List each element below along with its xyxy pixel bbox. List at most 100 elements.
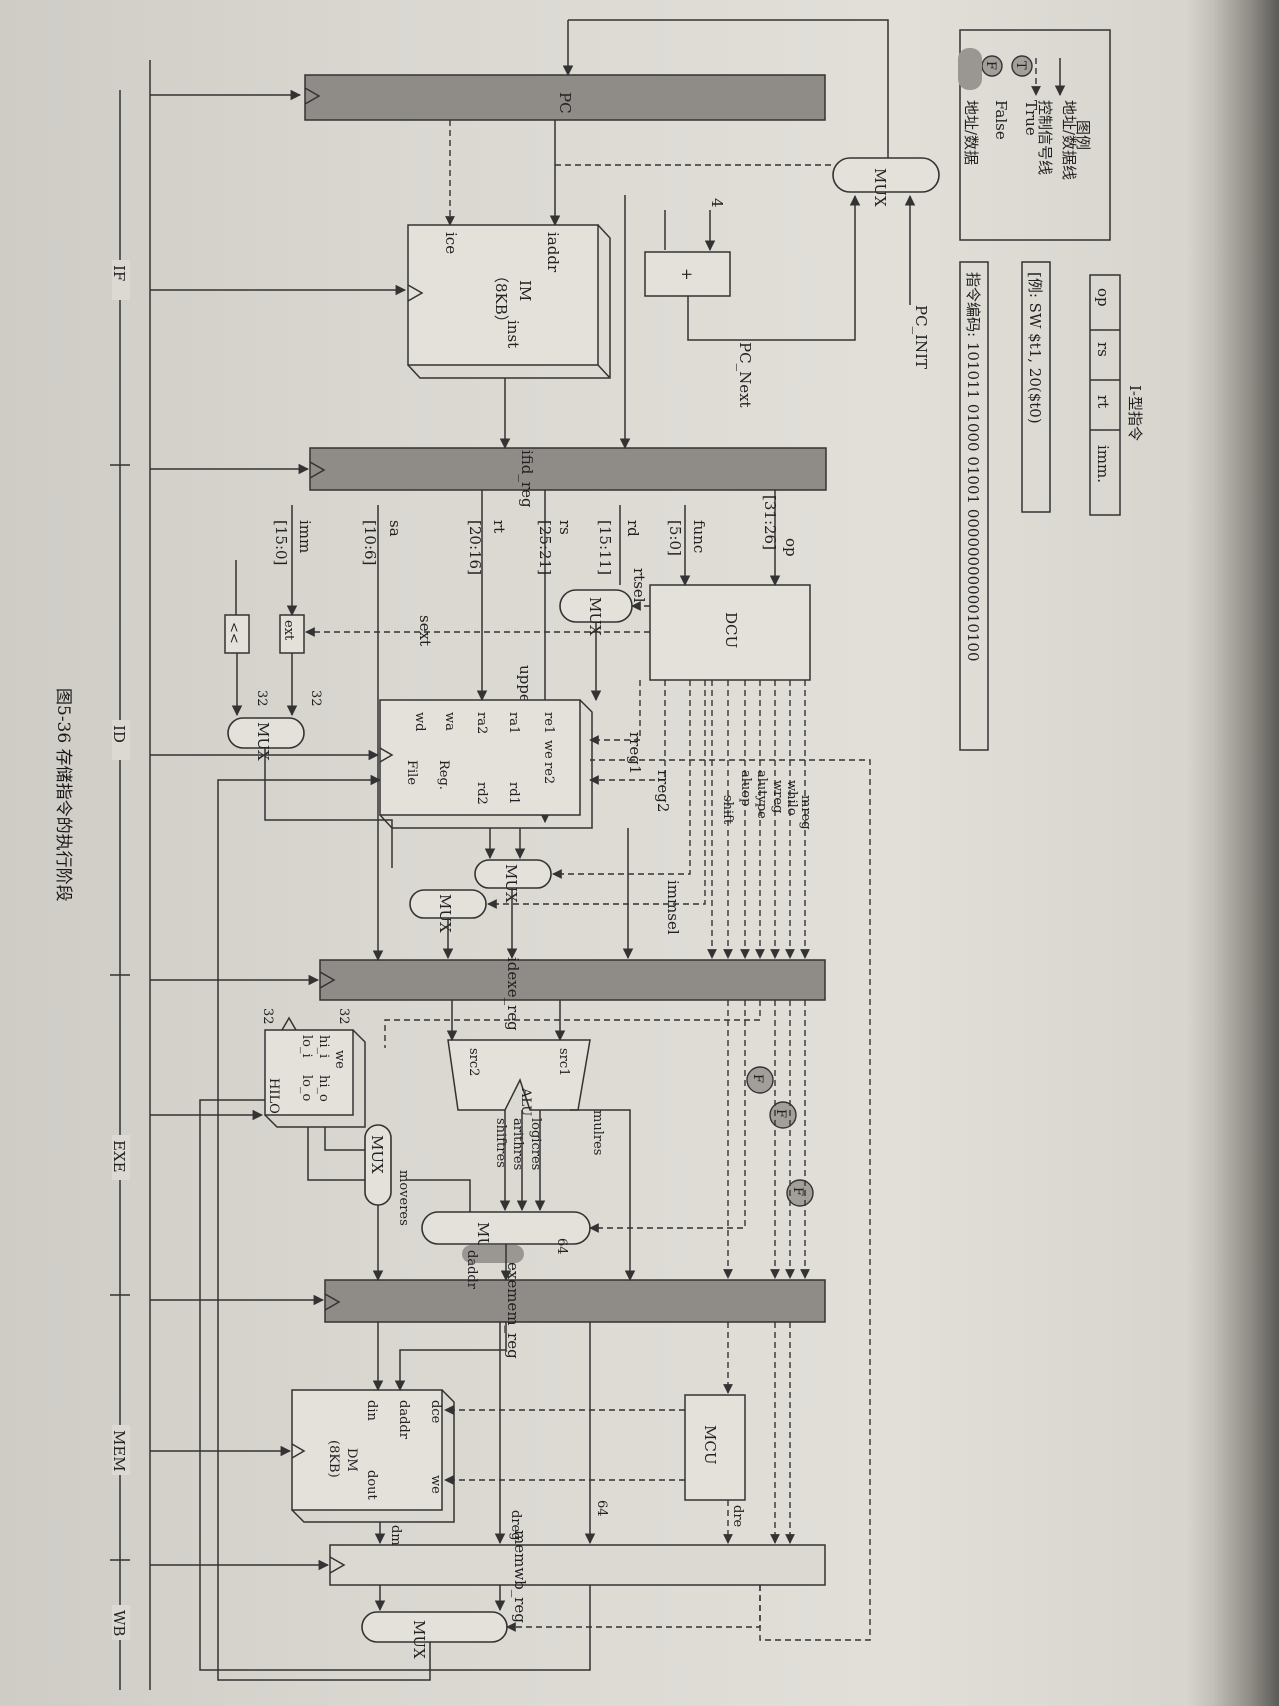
- pc-mux-label: MUX: [871, 168, 889, 207]
- rd-bits: [15:11]: [596, 520, 614, 575]
- legend-true-symbol: T: [1013, 61, 1028, 70]
- wb-mux: MUX: [361, 1611, 508, 1659]
- pc-init-label: PC_INIT: [912, 305, 930, 369]
- hilo-hi-i: hi_i: [316, 1035, 331, 1058]
- hilo-we: we: [332, 1050, 347, 1069]
- register-file: re1 we re2 ra1 ra2 wa wd rd1 rd2 Reg. Fi…: [379, 699, 593, 829]
- mcu-block: MCU: [684, 1394, 746, 1501]
- daddr-exe-label: daddr: [464, 1250, 479, 1290]
- rreg1-label: rreg1: [626, 732, 644, 774]
- op-label: op: [782, 538, 800, 557]
- src1-mux-label: MUX: [502, 864, 520, 903]
- rs-bits: [25:21]: [536, 520, 554, 575]
- sa-label: sa: [386, 520, 404, 537]
- imm-bits: [15:0]: [272, 520, 290, 565]
- legend-true-label: True: [1022, 100, 1040, 136]
- shift-left-unit: <<: [224, 614, 250, 654]
- pc-next-label: PC_Next: [736, 342, 754, 408]
- legend: 图例 地址/数据线 控制信号线 T True F False 地址/数据: [958, 29, 1111, 241]
- rf-ra2: ra2: [474, 712, 489, 734]
- op-bits: [31:26]: [761, 495, 779, 550]
- f-circle-1-label: F: [750, 1074, 765, 1083]
- rtsel-label: rtsel: [630, 568, 648, 603]
- itype-field-rs: rs: [1094, 342, 1112, 357]
- rf-rd1: rd1: [506, 782, 521, 805]
- mreg-label: mreg: [798, 795, 813, 830]
- sign-extend-unit: ext: [279, 614, 305, 654]
- alu-src1: src1: [556, 1048, 571, 1076]
- rf-rd2: rd2: [474, 782, 489, 805]
- src2-mux-label: MUX: [436, 894, 454, 933]
- rf-we: we: [541, 740, 556, 759]
- func-label: func: [690, 520, 708, 553]
- im-ice-port: ice: [442, 232, 460, 254]
- dm-din: din: [364, 1400, 379, 1421]
- itype-field-op: op: [1094, 288, 1112, 307]
- move-mux: MUX: [364, 1124, 392, 1206]
- rt-label: rt: [490, 520, 508, 533]
- rt-bits: [20:16]: [466, 520, 484, 575]
- stage-id: ID: [110, 725, 128, 743]
- hilo-label: HILO: [266, 1078, 281, 1114]
- stage-exe: EXE: [110, 1140, 128, 1173]
- pc-adder-symbol: +: [678, 268, 696, 281]
- shift-label: shift: [720, 795, 735, 825]
- f-circle-2-label: F: [773, 1109, 788, 1118]
- itype-encoding: 指令编码: 101011 01000 01001 000000000001010…: [964, 272, 982, 662]
- itype-field-imm: imm.: [1094, 445, 1112, 483]
- rd-label: rd: [624, 520, 642, 537]
- rf-name: Reg.: [436, 760, 451, 790]
- im-name: IM: [516, 280, 534, 301]
- whilo-label: whilo: [784, 780, 799, 816]
- itype-title: I-型指令: [1126, 385, 1144, 441]
- move-mux-label: MUX: [368, 1135, 386, 1174]
- pc-register: PC: [304, 74, 826, 121]
- rf-re1: re1: [541, 712, 556, 734]
- lo-width: 32: [260, 1008, 275, 1025]
- pc-label: PC: [556, 92, 574, 114]
- hilo-register: we hi_i lo_i hi_o lo_o HILO: [264, 1016, 366, 1128]
- legend-addr-data-label: 地址/数据: [962, 100, 980, 165]
- itype-field-rt: rt: [1094, 395, 1112, 408]
- pc-mux: MUX: [832, 157, 940, 207]
- func-bits: [5:0]: [666, 520, 684, 556]
- hi-width: 32: [336, 1008, 351, 1025]
- rf-wd: wd: [412, 712, 427, 731]
- dm-daddr: daddr: [396, 1400, 411, 1440]
- data-memory: dce we daddr din dout DM (8KB): [291, 1389, 455, 1523]
- dcu-label: DCU: [722, 612, 740, 648]
- dm-dce: dce: [428, 1400, 443, 1424]
- hilo-hi-o: hi_o: [316, 1075, 331, 1102]
- mulres-width: 64: [554, 1238, 569, 1255]
- stage-wb: WB: [110, 1610, 128, 1636]
- legend-false-label: False: [992, 100, 1010, 140]
- legend-false-symbol: F: [983, 61, 998, 70]
- legend-data-line-label: 地址/数据线: [1060, 100, 1078, 180]
- book-spine: [1185, 0, 1279, 1706]
- alu-src2: src2: [466, 1048, 481, 1076]
- ifid-label: ifid_reg: [518, 450, 536, 508]
- alutype-label: alutype: [754, 770, 769, 819]
- dcu-block: DCU: [649, 584, 811, 681]
- const-four: 4: [708, 198, 726, 208]
- dreg-label: dreg: [508, 1510, 523, 1541]
- rf-wa: wa: [442, 712, 457, 731]
- dm-we: we: [428, 1475, 443, 1494]
- stage-mem: MEM: [110, 1430, 128, 1472]
- shl-width: 32: [254, 690, 269, 707]
- legend-control-line-label: 控制信号线: [1036, 100, 1054, 175]
- sa-bits: [10:6]: [361, 520, 379, 565]
- instruction-memory: IM （8KB） iaddr ice inst: [407, 224, 611, 379]
- dm-dout: dout: [364, 1470, 379, 1501]
- mcu-label: MCU: [701, 1425, 719, 1464]
- imm-mux: MUX: [227, 717, 305, 761]
- ext-width: 32: [308, 690, 323, 707]
- mulres-label: mulres: [590, 1110, 605, 1155]
- dm-out-label: dm: [388, 1525, 403, 1546]
- alu-label: ALU: [518, 1087, 533, 1116]
- idexe-register: idexe_reg: [319, 957, 826, 1031]
- dre-label: dre: [730, 1505, 745, 1528]
- hilo-lo-i: lo_i: [299, 1035, 314, 1058]
